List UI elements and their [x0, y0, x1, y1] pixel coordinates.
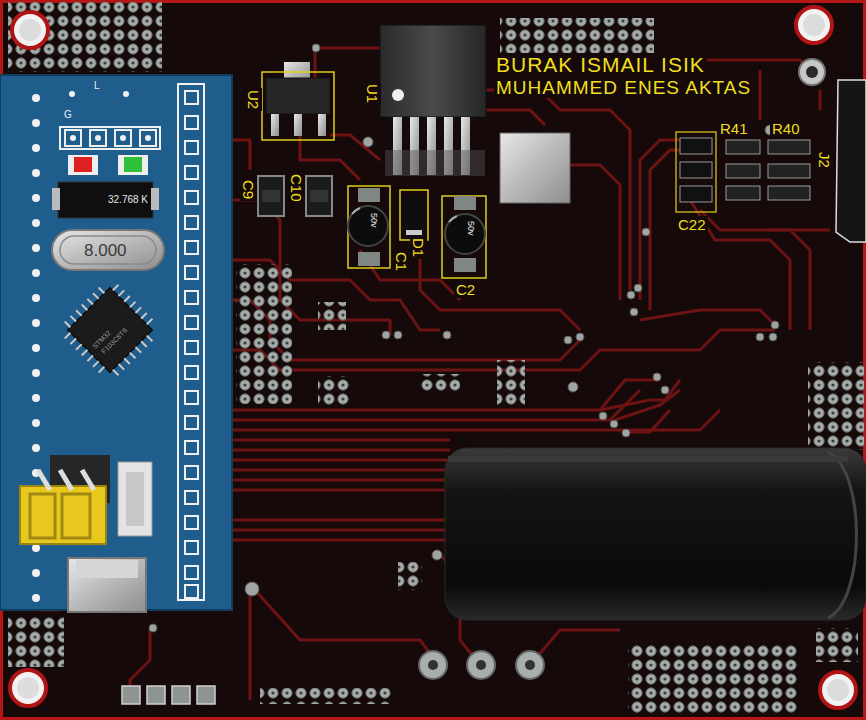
part-designator: J2 [816, 150, 833, 170]
part-designator: R41 [718, 120, 750, 137]
bulk-capacitor [445, 448, 866, 620]
j2-connector [836, 80, 866, 242]
capacitor-rating: 50v [466, 221, 475, 236]
resistors [676, 132, 810, 212]
inductor [500, 133, 570, 203]
d1-diode [400, 190, 428, 240]
part-designator: C10 [288, 172, 305, 204]
crystal-marking: 32.768 K [108, 195, 148, 205]
part-designator: U1 [364, 82, 381, 105]
part-designator: U2 [245, 88, 262, 111]
part-designator: D1 [410, 236, 427, 259]
c1-capacitor [348, 186, 390, 268]
bluepill-board [0, 75, 232, 612]
author-name: BURAK ISMAIL ISIK [494, 53, 707, 76]
part-designator: C2 [454, 281, 477, 298]
large-pads [419, 651, 544, 679]
crystal-marking: 8.000 [84, 242, 127, 259]
c2-capacitor [442, 196, 486, 278]
header-pads [122, 686, 215, 704]
part-designator: R40 [770, 120, 802, 137]
pin-marking: G [64, 110, 72, 120]
u2-regulator [262, 62, 334, 140]
author-name: MUHAMMED ENES AKTAS [494, 77, 753, 98]
pin-marking: L [94, 81, 100, 91]
part-designator: C1 [393, 250, 410, 273]
part-designator: C9 [240, 178, 257, 201]
u1-regulator [380, 25, 486, 176]
part-designator: C22 [676, 216, 708, 233]
capacitor-rating: 50v [369, 213, 378, 228]
